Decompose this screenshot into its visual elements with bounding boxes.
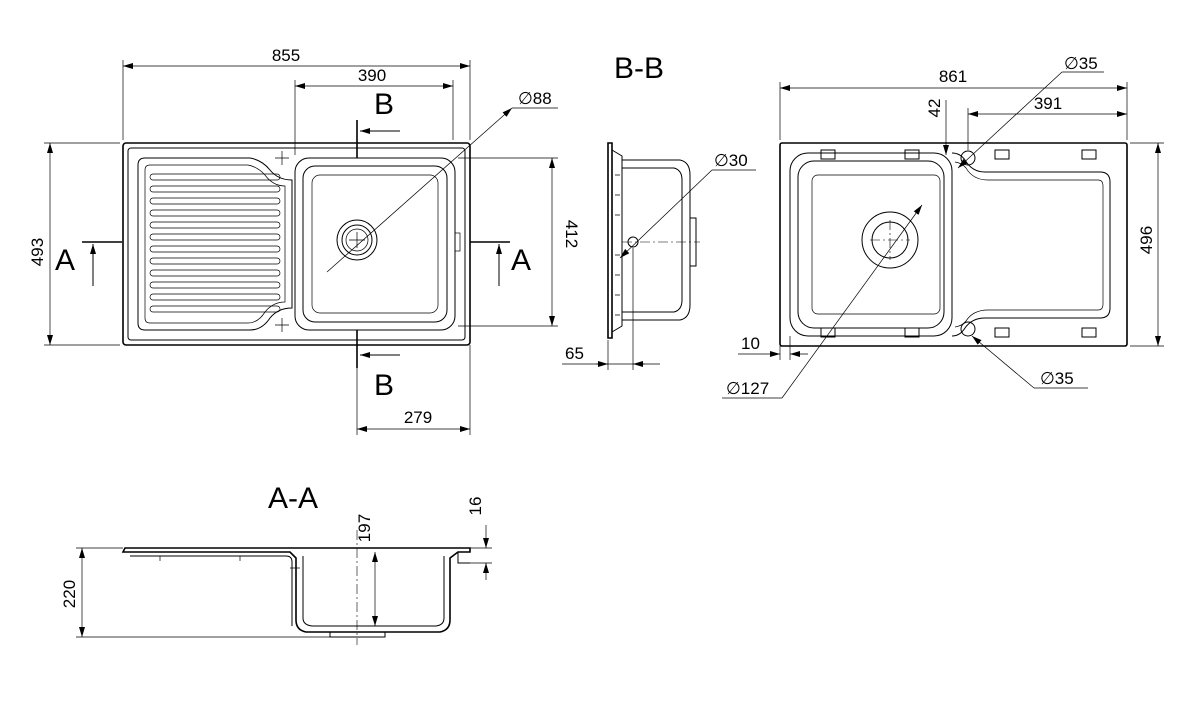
mounting-clips — [820, 149, 1097, 338]
dim-861: 861 — [939, 67, 967, 86]
bb-flange — [607, 142, 613, 339]
top-view: 855 390 ∅88 493 412 279 A A B — [28, 46, 581, 435]
dim-10: 10 — [741, 334, 760, 353]
under-drainer-outer — [951, 152, 1111, 337]
bowl-mid — [302, 165, 448, 323]
under-drainer-inner — [954, 161, 1104, 328]
aa-bowl-inner — [302, 556, 445, 627]
bowl-outer — [294, 157, 456, 331]
tap-mark-top — [275, 151, 289, 165]
dim-d88: ∅88 — [518, 89, 552, 108]
bb-bowl-inner — [622, 167, 683, 313]
under-drain-outer — [861, 211, 919, 269]
underside-view: 861 ∅35 42 391 496 10 ∅127 ∅35 — [722, 54, 1164, 399]
section-a-left: A — [55, 244, 75, 277]
drainer-outline — [137, 157, 293, 331]
under-bowl-mid — [797, 160, 945, 329]
under-outer-rim — [779, 142, 1128, 347]
top-drain-inner — [341, 224, 373, 256]
dim-493: 493 — [28, 238, 47, 266]
aa-drain-flange — [329, 631, 386, 638]
section-b-top: B — [374, 88, 394, 121]
dim-390: 390 — [358, 66, 386, 85]
dim-d35-bottom: ∅35 — [1040, 369, 1074, 388]
section-b-bottom: B — [374, 369, 394, 402]
tap-hole-top — [960, 150, 976, 166]
dim-855: 855 — [272, 46, 300, 65]
dim-391: 391 — [1034, 94, 1062, 113]
section-a-right: A — [511, 244, 531, 277]
top-inner-rim — [127, 147, 466, 341]
top-outer-rim — [122, 142, 471, 346]
overflow-slot — [454, 232, 461, 252]
aa-profile-outer — [121, 547, 471, 633]
top-drain-outer — [336, 219, 378, 261]
dim-d30: ∅30 — [714, 151, 748, 170]
under-bowl-outer — [789, 152, 953, 337]
dim-42: 42 — [925, 99, 944, 118]
dim-279: 279 — [404, 408, 432, 427]
dim-65: 65 — [565, 344, 584, 363]
tap-mark-bottom — [275, 318, 289, 332]
bb-bowl-outer — [622, 159, 691, 321]
section-aa-view: A-A 197 220 16 — [60, 482, 492, 645]
section-bb-view: B-B ∅30 65 — [562, 52, 756, 370]
dim-16: 16 — [466, 497, 485, 516]
dim-d35-top: ∅35 — [1064, 54, 1098, 73]
dim-496: 496 — [1137, 226, 1156, 254]
dim-d127: ∅127 — [726, 379, 769, 398]
view-title-aa: A-A — [268, 482, 318, 515]
drainer-grooves — [149, 173, 281, 313]
top-drain-core — [345, 228, 369, 252]
drainer-inner-outline — [144, 164, 286, 324]
view-title-bb: B-B — [614, 52, 664, 85]
dim-197: 197 — [355, 514, 374, 542]
tap-hole-bottom — [960, 321, 976, 337]
under-bowl-floor — [811, 174, 941, 315]
bowl-floor — [311, 174, 439, 314]
dim-220: 220 — [60, 580, 79, 608]
dim-412: 412 — [562, 220, 581, 248]
